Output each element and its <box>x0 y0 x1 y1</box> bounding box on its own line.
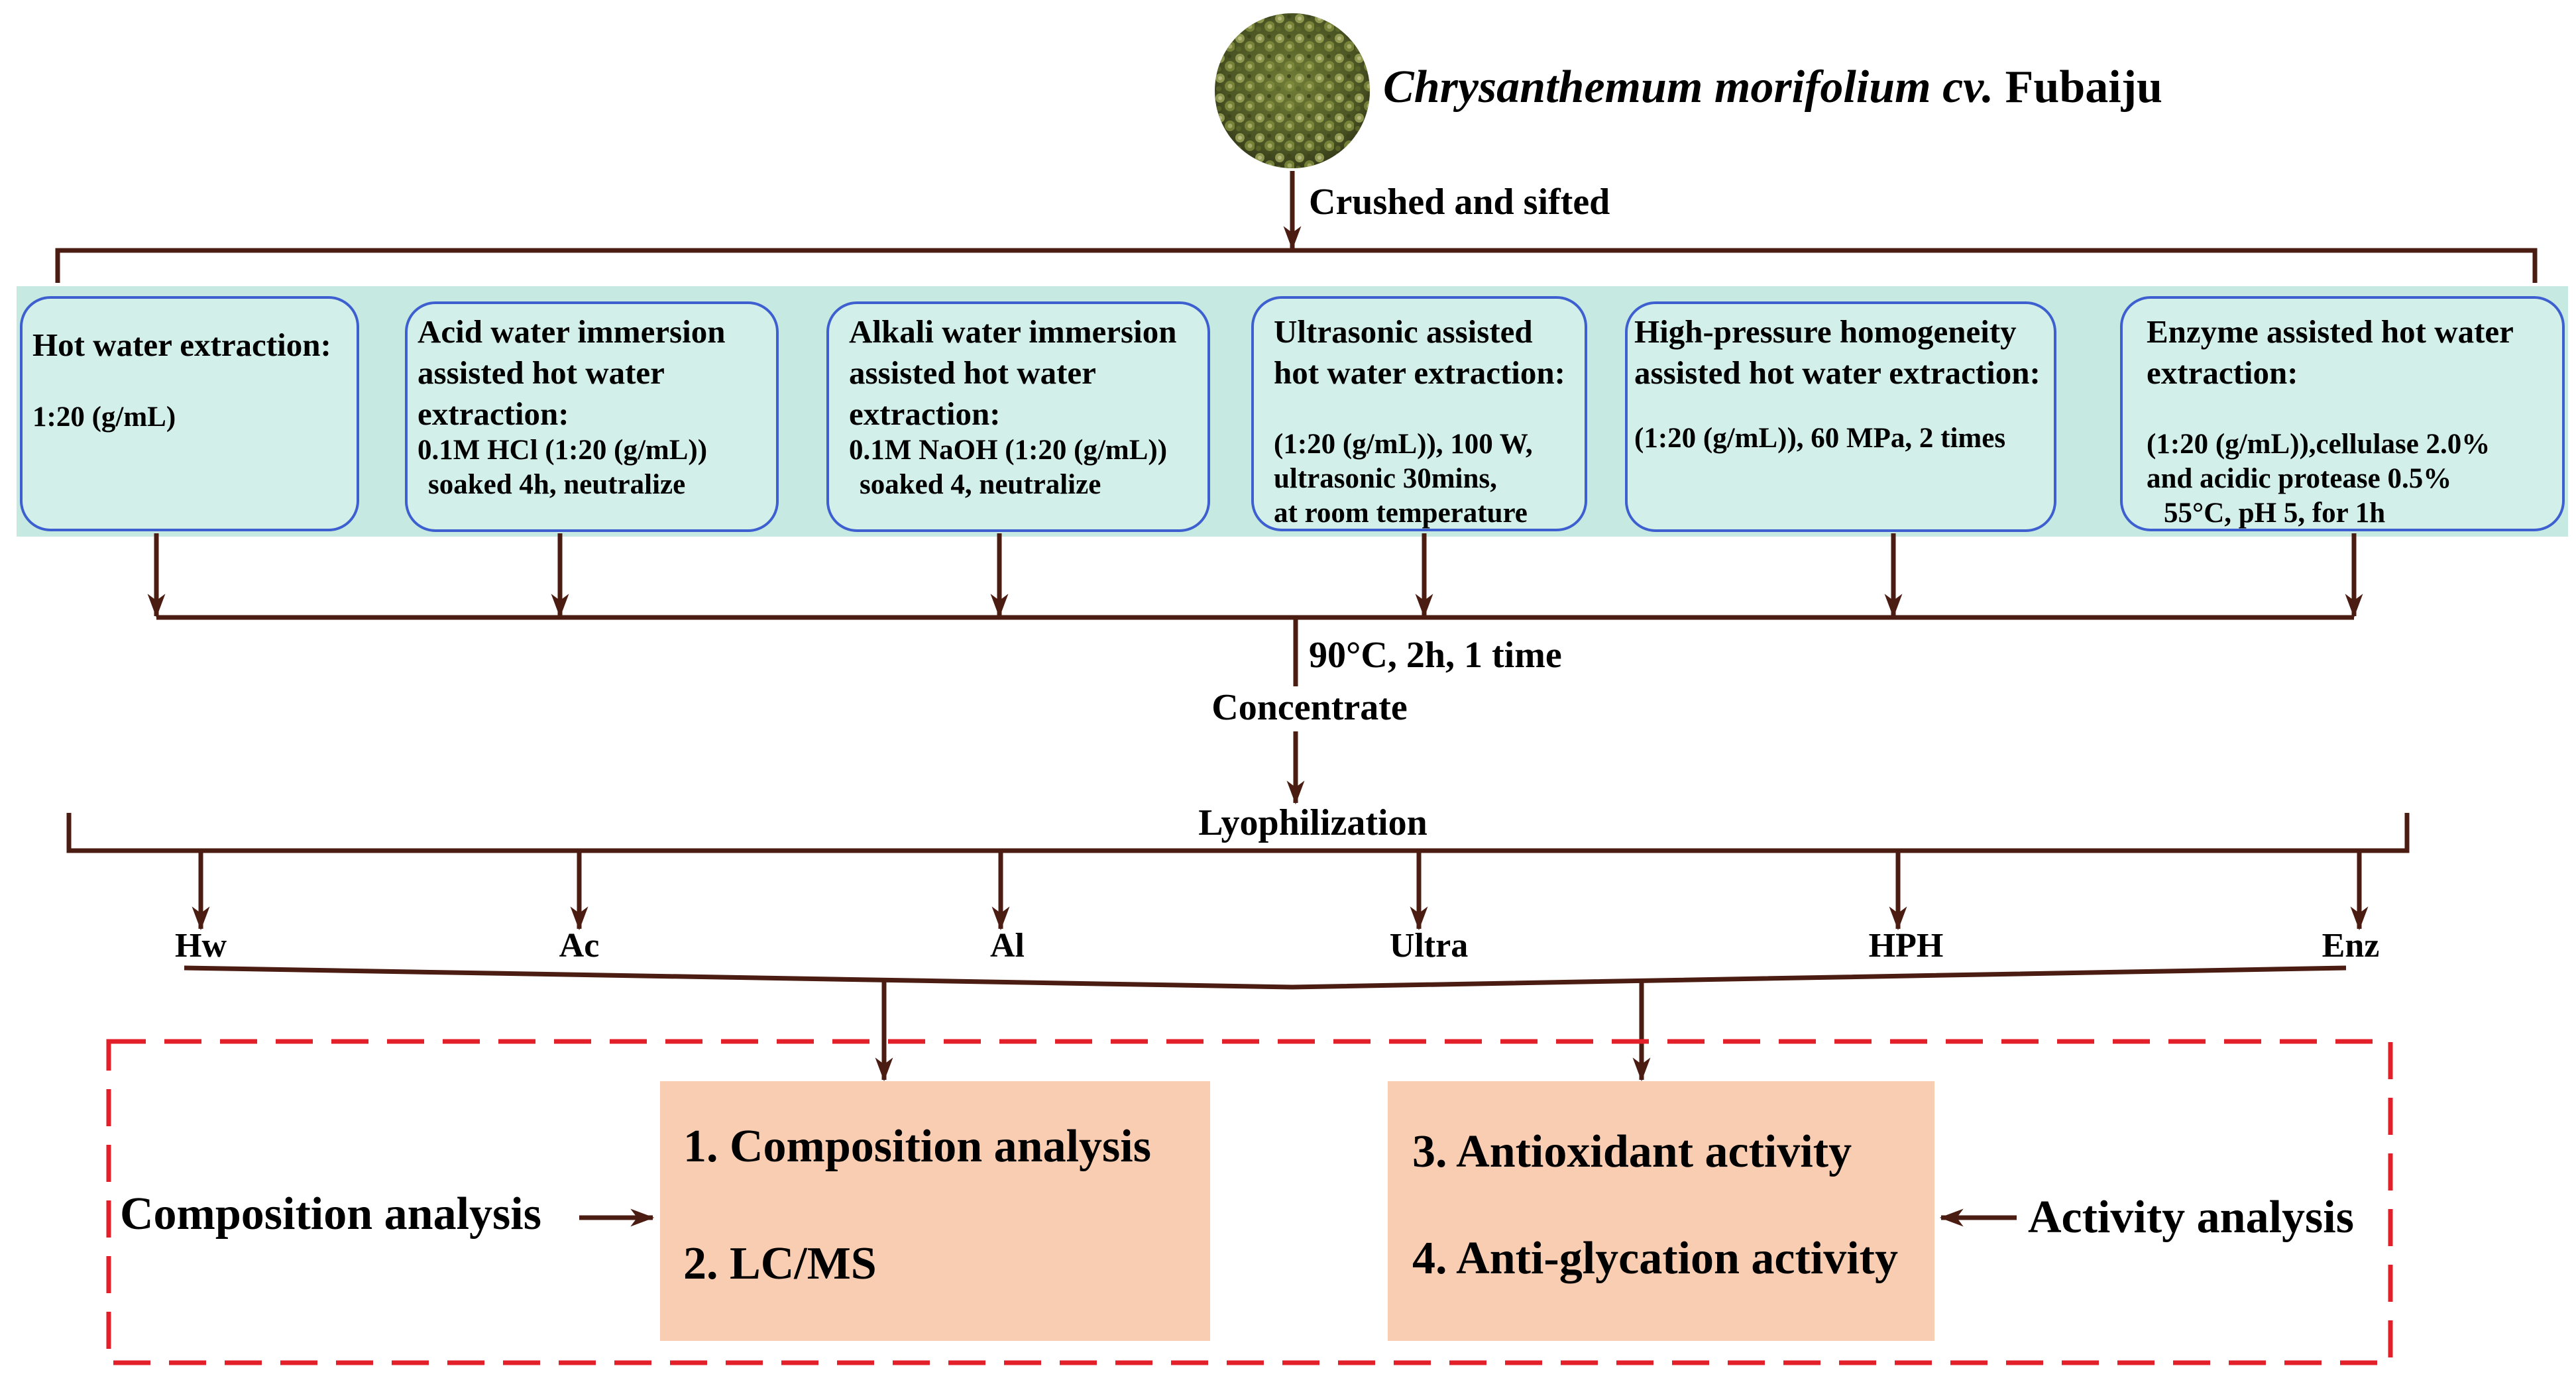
step-conditions: 90°C, 2h, 1 time <box>1309 635 1562 676</box>
method-details: 1:20 (g/mL) <box>32 400 176 435</box>
sample-label-hw: Hw <box>175 927 227 965</box>
step-concentrate: Concentrate <box>1211 687 1408 728</box>
method-heading: Enzyme assisted hot water extraction: <box>2147 311 2514 394</box>
sample-label-ac: Ac <box>559 927 600 965</box>
method-heading-line: Ultrasonic assisted <box>1274 313 1533 350</box>
activity-analysis-label: Activity analysis <box>2028 1192 2354 1243</box>
method-heading-line: assisted hot water extraction: <box>1634 354 2041 391</box>
method-heading-line: High-pressure homogeneity <box>1634 313 2017 350</box>
merge-line <box>184 965 2347 990</box>
activity-analysis-box <box>1388 1081 1934 1341</box>
method-detail-line: ultrasonic 30mins, <box>1274 463 1497 494</box>
cultivar-name: Fubaiju <box>2005 62 2162 113</box>
chrysanthemum-photo <box>1215 13 1370 168</box>
composition-item-1: 1. Composition analysis <box>683 1121 1151 1172</box>
sample-label-hph: HPH <box>1868 927 1944 965</box>
method-box-alkali-water: Alkali water immersion assisted hot wate… <box>826 301 1210 532</box>
method-detail-line: and acidic protease 0.5% <box>2147 463 2452 494</box>
method-detail-line: soaked 4h, neutralize <box>428 469 686 500</box>
method-heading-line: hot water extraction: <box>1274 354 1565 391</box>
analysis-dashed-frame <box>106 1039 2393 1365</box>
method-heading: Acid water immersion assisted hot water … <box>418 311 726 435</box>
method-details: (1:20 (g/mL)), 60 MPa, 2 times <box>1634 421 2005 456</box>
species-name: Chrysanthemum morifolium cv. <box>1383 62 1994 113</box>
method-detail-line: 0.1M HCl (1:20 (g/mL)) <box>418 435 708 466</box>
method-heading-line: Enzyme assisted hot water <box>2147 313 2514 350</box>
method-heading-line: Alkali water immersion <box>849 313 1177 350</box>
method-detail-line: (1:20 (g/mL)), 60 MPa, 2 times <box>1634 423 2006 454</box>
method-box-acid-water: Acid water immersion assisted hot water … <box>405 301 779 532</box>
method-heading-line: extraction: <box>2147 354 2298 391</box>
method-box-ultrasonic: Ultrasonic assisted hot water extraction… <box>1251 296 1587 531</box>
composition-item-2: 2. LC/MS <box>683 1238 877 1289</box>
diagram-title: Chrysanthemum morifolium cv.Fubaiju <box>1383 60 2162 115</box>
method-heading: Hot water extraction: <box>32 325 331 366</box>
sample-label-enz: Enz <box>2322 927 2380 965</box>
method-detail-line: 0.1M NaOH (1:20 (g/mL)) <box>849 435 1168 466</box>
method-detail-line: 55°C, pH 5, for 1h <box>2164 498 2386 529</box>
flower-texture <box>1215 13 1370 168</box>
method-detail-line: 1:20 (g/mL) <box>32 401 176 433</box>
composition-analysis-label: Composition analysis <box>120 1189 541 1240</box>
method-box-hot-water: Hot water extraction: 1:20 (g/mL) <box>20 296 359 531</box>
method-details: 0.1M NaOH (1:20 (g/mL)) soaked 4, neutra… <box>849 433 1167 502</box>
step-lyophilization: Lyophilization <box>1198 802 1428 843</box>
method-heading-line: extraction: <box>418 396 569 432</box>
method-detail-line: (1:20 (g/mL)),cellulase 2.0% <box>2147 429 2491 460</box>
method-heading: High-pressure homogeneity assisted hot w… <box>1634 311 2041 394</box>
method-detail-line: (1:20 (g/mL)), 100 W, <box>1274 429 1533 460</box>
method-details: 0.1M HCl (1:20 (g/mL)) soaked 4h, neutra… <box>418 433 707 502</box>
method-heading-line: Acid water immersion <box>418 313 726 350</box>
method-box-high-pressure: High-pressure homogeneity assisted hot w… <box>1625 301 2056 532</box>
sample-label-ultra: Ultra <box>1389 927 1469 965</box>
method-heading: Ultrasonic assisted hot water extraction… <box>1274 311 1565 394</box>
activity-item-3: 3. Antioxidant activity <box>1412 1126 1852 1177</box>
method-details: (1:20 (g/mL)),cellulase 2.0% and acidic … <box>2147 427 2490 531</box>
method-heading-line: assisted hot water <box>418 354 665 391</box>
method-details: (1:20 (g/mL)), 100 W, ultrasonic 30mins,… <box>1274 427 1533 531</box>
sample-label-al: Al <box>990 927 1025 965</box>
top-bracket <box>55 248 2538 283</box>
method-box-enzyme: Enzyme assisted hot water extraction: (1… <box>2120 296 2565 531</box>
composition-analysis-box <box>660 1081 1210 1341</box>
activity-item-4: 4. Anti-glycation activity <box>1412 1233 1898 1284</box>
method-detail-line: soaked 4, neutralize <box>860 469 1101 500</box>
method-heading-line: extraction: <box>849 396 1001 432</box>
method-detail-line: at room temperature <box>1274 498 1528 529</box>
step-crushed-sifted: Crushed and sifted <box>1309 182 1610 223</box>
bottom-bracket <box>66 813 2410 853</box>
method-heading: Alkali water immersion assisted hot wate… <box>849 311 1176 435</box>
method-heading-line: Hot water extraction: <box>32 327 331 363</box>
method-heading-line: assisted hot water <box>849 354 1096 391</box>
